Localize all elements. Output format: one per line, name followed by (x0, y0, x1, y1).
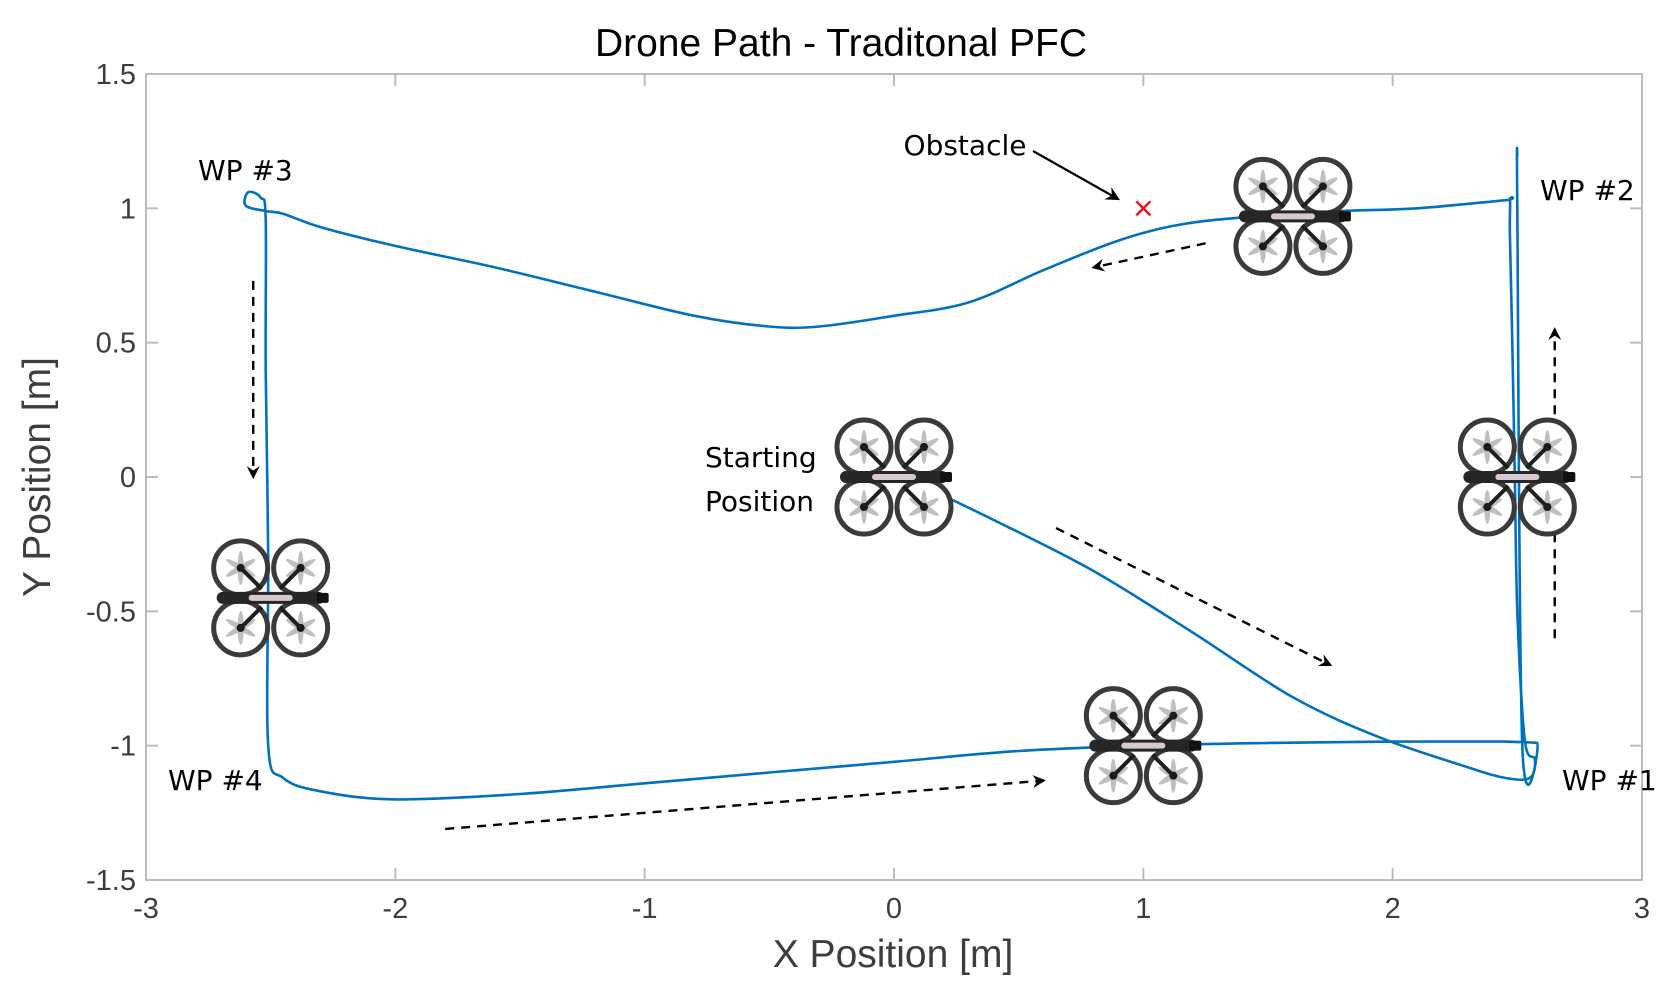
drone-icon (1233, 156, 1353, 276)
x-tick-label: 3 (1634, 893, 1650, 925)
chart-title: Drone Path - Traditonal PFC (595, 22, 1087, 65)
obstacle-marker (1135, 200, 1152, 217)
x-tick-label: -1 (632, 893, 658, 925)
obstacle-pointer-arrow (1032, 150, 1121, 201)
y-tick-label: -1.5 (86, 865, 136, 897)
start-label-line2: Position (705, 485, 814, 518)
drone-icons (211, 156, 1577, 806)
waypoint-label: WP #4 (168, 764, 263, 797)
x-tick-label: -2 (382, 893, 408, 925)
direction-arrow (445, 774, 1046, 831)
annotations: Obstacle WP #1 WP #2 WP #3 WP #4 StartingPosi… (168, 129, 1657, 797)
x-tick-label: -3 (133, 893, 159, 925)
waypoint-label: WP #3 (198, 154, 293, 187)
y-tick-label: 1.5 (96, 59, 136, 91)
x-tick-label: 0 (886, 893, 902, 925)
waypoint-label: WP #2 (1540, 174, 1635, 207)
y-tick-label: 1 (120, 193, 136, 225)
direction-arrows (246, 242, 1562, 831)
y-tick-label: -1 (110, 731, 136, 763)
direction-arrow (1055, 526, 1333, 667)
drone-icon (211, 538, 331, 658)
x-axis-label: X Position [m] (773, 933, 1014, 976)
y-axis-label: Y Position [m] (16, 357, 59, 597)
axis-ticks: -3 -2 -1 0 1 2 3 -1.5 -1 -0.5 0 0.5 1 1.5 (86, 59, 1650, 925)
direction-arrow (1091, 242, 1206, 272)
start-label-line1: Starting (705, 441, 817, 474)
obstacle-label: Obstacle (904, 129, 1027, 162)
y-tick-label: 0.5 (96, 328, 136, 360)
x-tick-label: 1 (1135, 893, 1151, 925)
drone-icon (834, 417, 954, 537)
y-tick-label: -0.5 (86, 596, 136, 628)
waypoint-label: WP #1 (1562, 764, 1657, 797)
drone-icon (1457, 417, 1577, 537)
drone-icon (1083, 686, 1203, 806)
y-tick-label: 0 (120, 462, 136, 494)
x-tick-label: 2 (1385, 893, 1401, 925)
